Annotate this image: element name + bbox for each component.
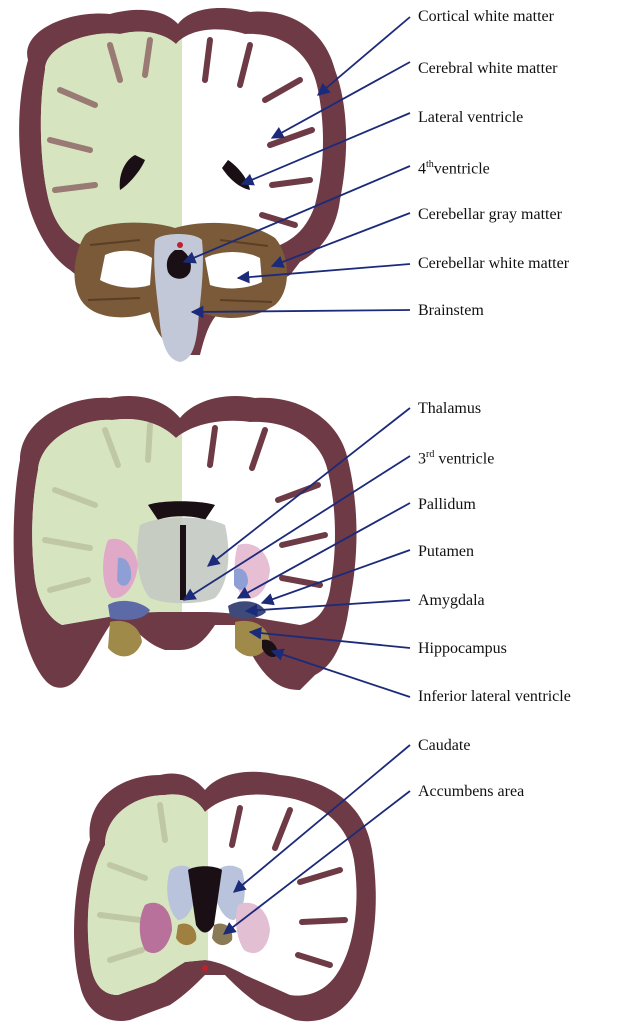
label-cerebellar-gray-matter: Cerebellar gray matter bbox=[418, 206, 562, 224]
label-pallidum: Pallidum bbox=[418, 496, 476, 514]
label-4th-text: ventricle bbox=[434, 160, 490, 177]
label-cerebral-white-matter: Cerebral white matter bbox=[418, 60, 558, 78]
top-cerebellar-white-matter-right bbox=[205, 252, 262, 288]
label-3rd-text: ventricle bbox=[434, 450, 494, 467]
label-brainstem: Brainstem bbox=[418, 302, 484, 320]
label-lateral-ventricle: Lateral ventricle bbox=[418, 109, 523, 127]
top-brain-slice bbox=[19, 8, 346, 362]
label-amygdala: Amygdala bbox=[418, 592, 485, 610]
label-putamen: Putamen bbox=[418, 543, 474, 561]
label-cerebellar-white-matter: Cerebellar white matter bbox=[418, 255, 569, 273]
bottom-brain-slice bbox=[74, 772, 376, 1021]
label-hippocampus: Hippocampus bbox=[418, 640, 507, 658]
label-4th-sup: th bbox=[426, 159, 434, 170]
middle-brain-slice bbox=[14, 396, 357, 690]
top-cerebellar-white-matter-left bbox=[100, 251, 152, 288]
middle-3rd-ventricle bbox=[180, 525, 186, 600]
label-4th-ventricle: 4thventricle bbox=[418, 156, 490, 178]
arrow-cortical-white-matter bbox=[318, 17, 410, 95]
label-cortical-white-matter: Cortical white matter bbox=[418, 8, 554, 26]
label-4th-prefix: 4 bbox=[418, 160, 426, 177]
label-accumbens-area: Accumbens area bbox=[418, 783, 524, 801]
label-thalamus: Thalamus bbox=[418, 400, 481, 418]
label-3rd-prefix: 3 bbox=[418, 450, 426, 467]
label-caudate: Caudate bbox=[418, 737, 470, 755]
label-inferior-lateral-ventricle: Inferior lateral ventricle bbox=[418, 688, 571, 706]
label-3rd-ventricle: 3rd ventricle bbox=[418, 446, 494, 468]
